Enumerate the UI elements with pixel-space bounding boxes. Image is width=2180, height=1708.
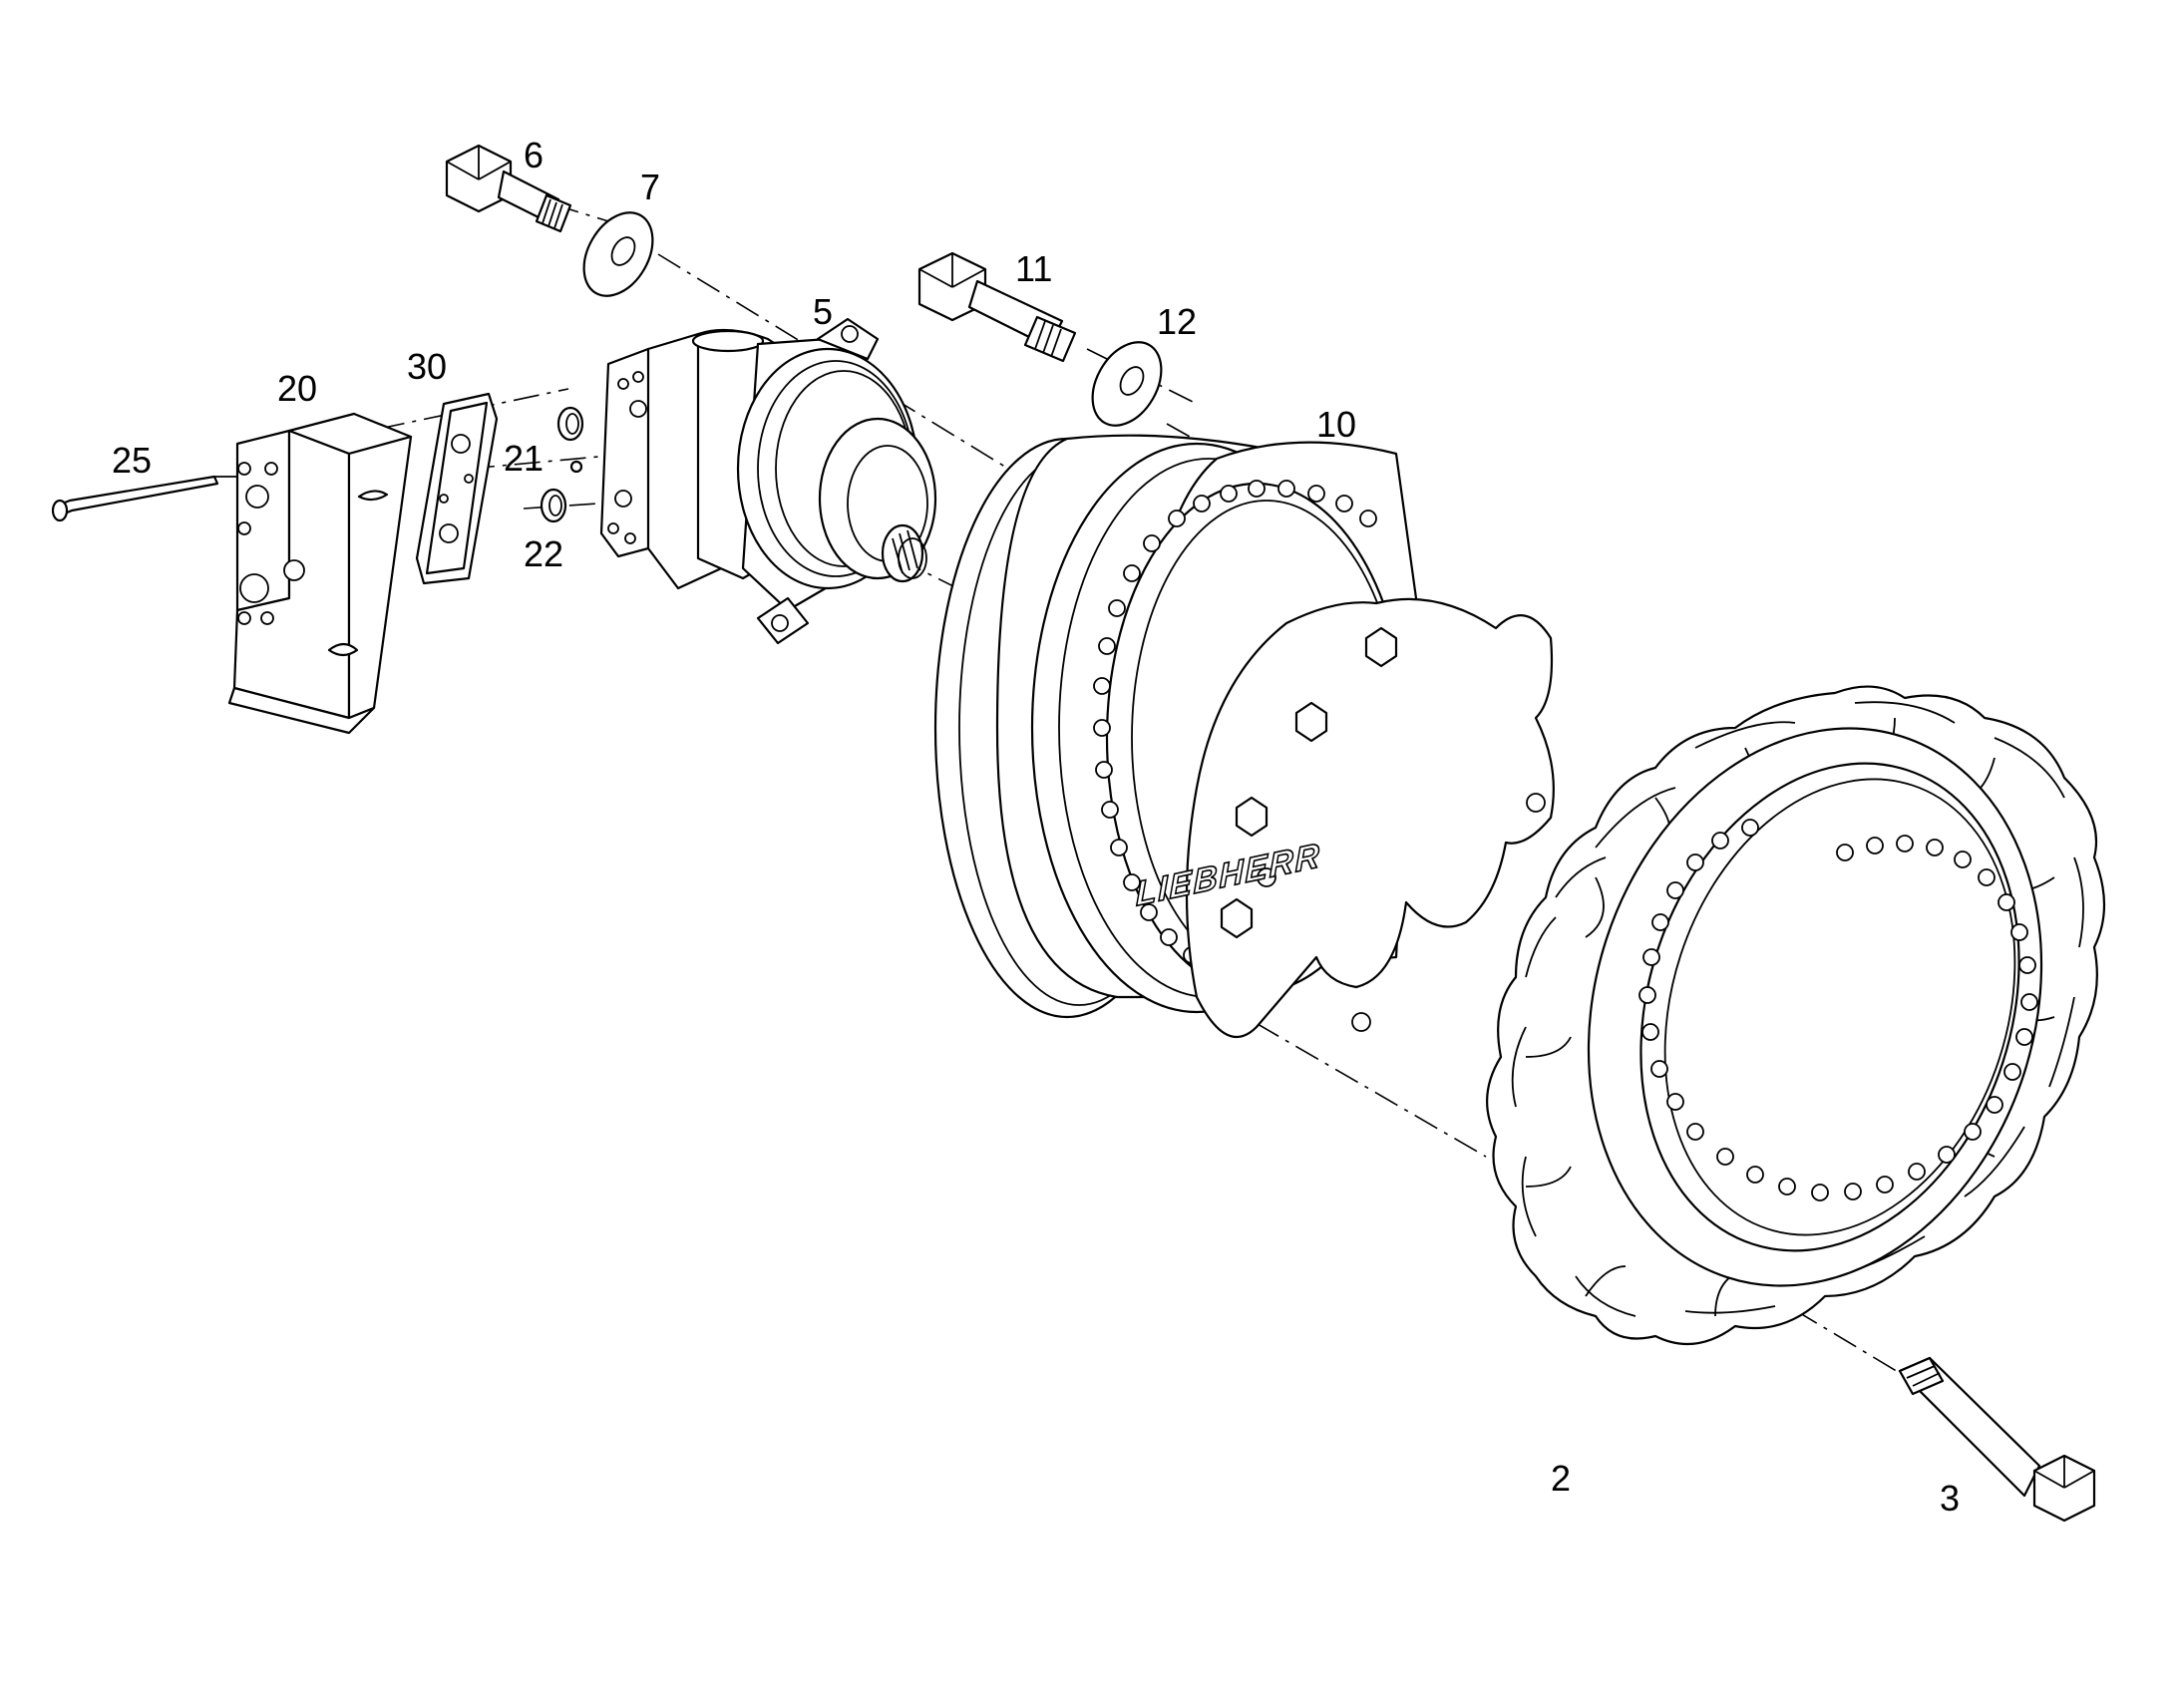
label-21: 21 <box>504 438 544 479</box>
label-12: 12 <box>1157 301 1197 342</box>
label-22: 22 <box>524 533 563 574</box>
label-2: 2 <box>1551 1458 1571 1499</box>
washer-12 <box>1091 341 1163 427</box>
washer-7 <box>582 211 654 297</box>
sprocket-bolt-circle <box>1638 819 2038 1201</box>
o-rings-21-22 <box>540 406 584 523</box>
label-11: 11 <box>1015 248 1052 289</box>
bolt-6 <box>445 144 572 233</box>
callout-labels: 6 7 11 12 5 10 20 30 25 21 22 2 3 <box>112 135 1960 1519</box>
hydraulic-motor-5 <box>599 317 937 645</box>
gearbox-10: LIEBHERR <box>933 434 1555 1038</box>
screw-25 <box>51 475 219 522</box>
sprocket-2 <box>1486 685 2106 1346</box>
label-6: 6 <box>524 135 544 175</box>
label-25: 25 <box>112 440 152 481</box>
label-5: 5 <box>813 291 833 332</box>
gearbox-bolt-circle <box>1093 480 1377 964</box>
label-7: 7 <box>640 167 660 207</box>
label-3: 3 <box>1940 1478 1960 1519</box>
gasket-30 <box>415 392 499 585</box>
label-10: 10 <box>1316 404 1356 445</box>
valve-block-20 <box>227 412 413 735</box>
label-20: 20 <box>277 368 317 409</box>
bolt-3 <box>1898 1356 2096 1523</box>
label-30: 30 <box>407 346 447 387</box>
bolt-11 <box>917 251 1077 363</box>
